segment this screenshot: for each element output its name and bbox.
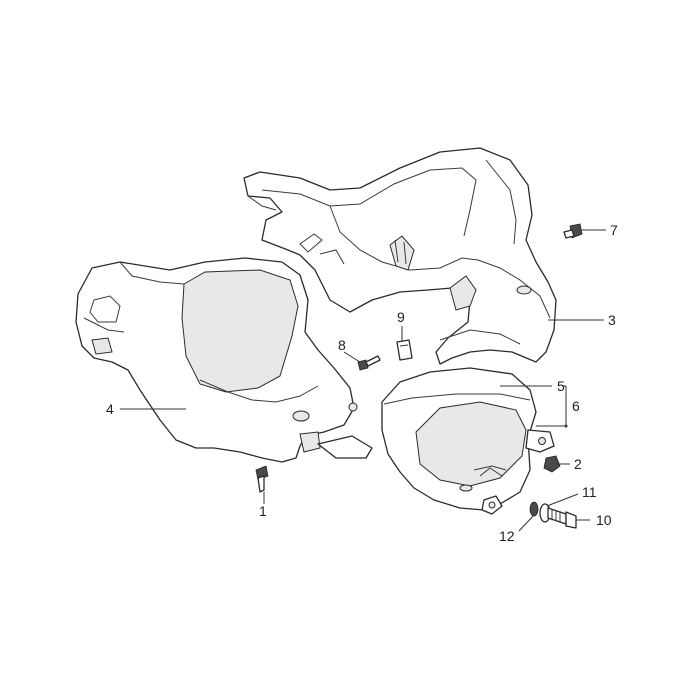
callout-1: 1 [259, 503, 267, 519]
callout-2: 2 [574, 456, 582, 472]
callout-11: 11 [582, 484, 597, 500]
screw-part-7 [563, 223, 583, 239]
rear-handlebar-cover [243, 147, 557, 365]
callout-8: 8 [338, 337, 346, 353]
callout-7: 7 [610, 222, 618, 238]
callout-6: 6 [572, 398, 580, 414]
clip-nut-part-9 [396, 339, 413, 361]
bolt-assembly [529, 501, 577, 529]
callout-12: 12 [499, 528, 515, 544]
callout-10: 10 [596, 512, 612, 528]
callout-5: 5 [557, 378, 565, 394]
callout-4: 4 [106, 401, 114, 417]
callout-9: 9 [397, 309, 405, 325]
leader-lines [120, 229, 606, 532]
callout-labels: 1 2 3 4 5 6 7 8 9 10 11 12 [106, 222, 618, 544]
callout-3: 3 [608, 312, 616, 328]
front-handlebar-cover [75, 257, 373, 463]
headlamp-cover [381, 367, 555, 515]
screw-part-8 [357, 355, 381, 371]
clip-part-2 [543, 455, 561, 473]
screw-part-1 [255, 465, 269, 493]
